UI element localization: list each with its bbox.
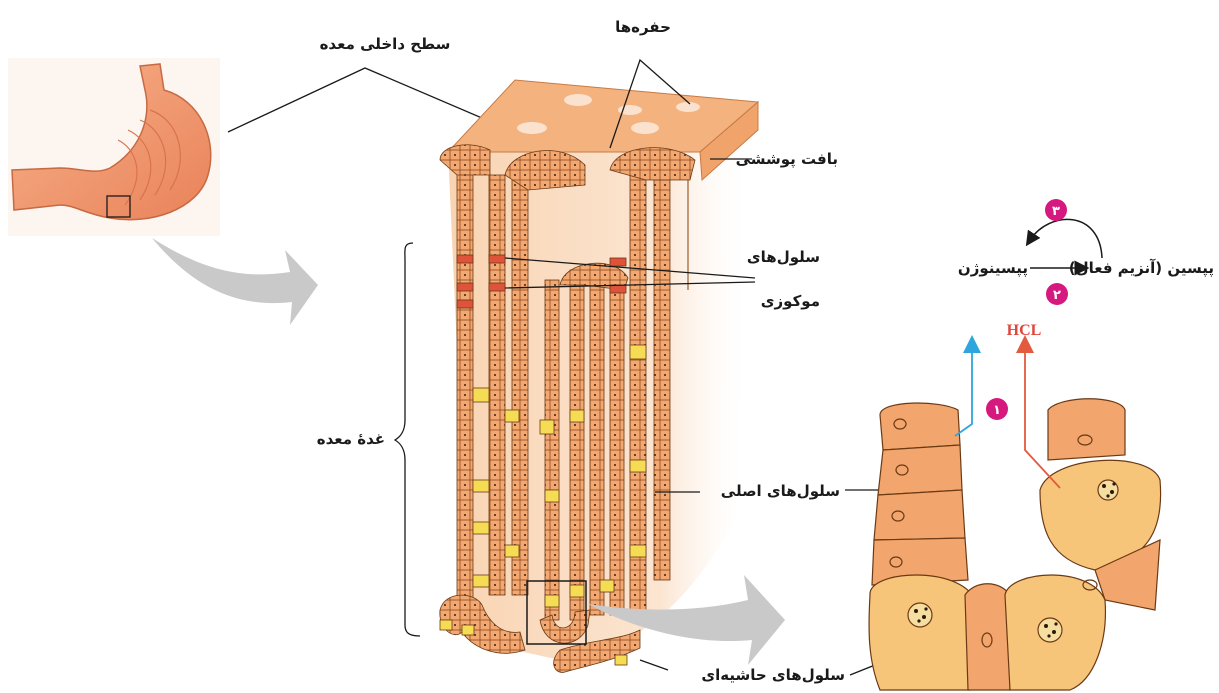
label-parietal-cells: سلول‌های حاشیه‌ای	[701, 666, 845, 684]
label-mucous-line1: سلول‌های	[747, 248, 820, 266]
label-epithelium: بافت پوششی	[736, 150, 838, 169]
label-pepsin-active-enzyme: (آنزیم فعال) پپسین	[1069, 259, 1214, 278]
gland-bracket	[395, 243, 420, 636]
label-gastric-gland: غدۀ معده	[317, 430, 385, 448]
svg-text:۲: ۲	[1053, 288, 1061, 303]
badge-3: ۳	[1045, 199, 1067, 221]
leader-inner-surface	[228, 68, 510, 132]
arrow-autocatalysis	[1030, 219, 1102, 258]
label-chief-cells: سلول‌های اصلی	[721, 482, 840, 500]
svg-text:۱: ۱	[993, 403, 1001, 418]
label-pits: حفره‌ها	[615, 18, 671, 36]
svg-text:۳: ۳	[1052, 204, 1060, 219]
badge-1: ۱	[986, 398, 1008, 420]
badge-2: ۲	[1046, 283, 1068, 305]
label-mucous-line2: موکوزی	[761, 292, 820, 310]
label-hcl: HCL	[1007, 322, 1042, 339]
zoomed-cell-cluster	[869, 399, 1161, 690]
label-inner-surface: سطح داخلی معده	[320, 35, 451, 53]
zoom-arrow-1	[152, 238, 318, 325]
stomach-illustration	[8, 58, 220, 236]
label-pepsinogen: پپسینوژن	[958, 259, 1028, 278]
